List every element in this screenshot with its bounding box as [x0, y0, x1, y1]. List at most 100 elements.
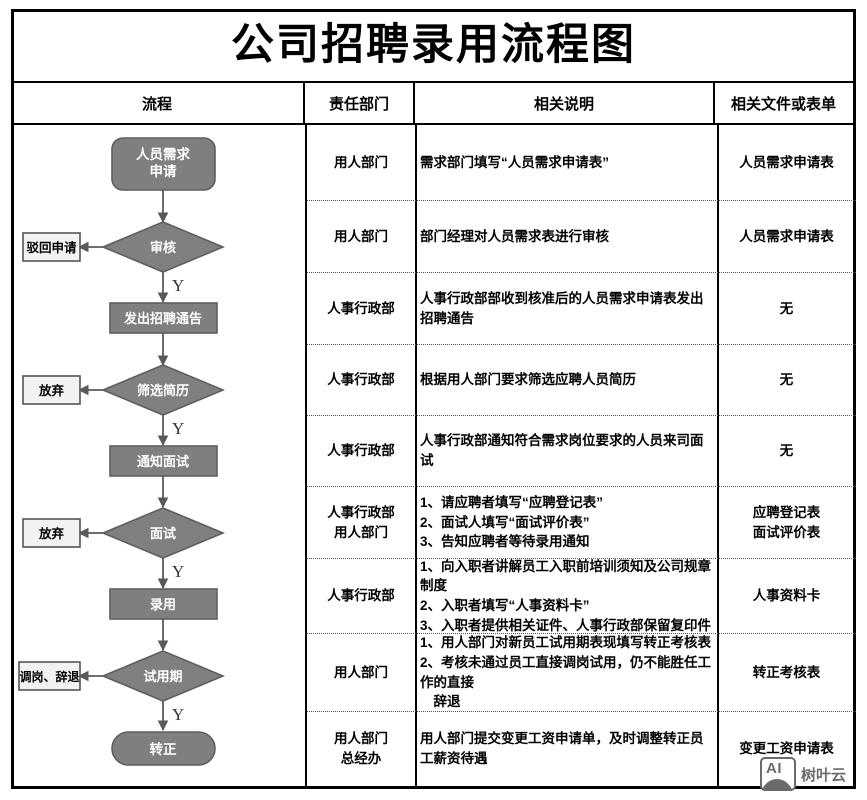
column-divider-1 [305, 125, 307, 786]
flow-side-box-reject-application[interactable]: 驳回申请 [22, 232, 81, 262]
cell-document: 人事资料卡 [717, 559, 856, 633]
table-row: 人事行政部 人事行政部通知符合需求岗位要求的人员来司面试 无 [307, 416, 856, 487]
column-header-flow: 流程 [11, 83, 305, 123]
flow-side-box-label: 放弃 [38, 383, 65, 398]
cell-line: 1、向入职者讲解员工入职前培训须知及公司规章制度 [420, 558, 712, 594]
watermark-text: 树叶云 [801, 766, 847, 784]
flow-node-staff-request[interactable]: 人员需求 申请 [111, 137, 216, 191]
flow-node-label: 转正 [150, 741, 177, 757]
cell-line: 2、入职者填写“人事资料卡” [420, 598, 590, 613]
cell-line: 人事行政部通知符合需求岗位要求的人员来司面试 [420, 433, 704, 468]
flow-node-label-line2: 申请 [150, 163, 177, 179]
edge-label-y-3: Y [172, 562, 184, 581]
cell-description: 根据用人部门要求筛选应聘人员简历 [415, 345, 717, 415]
table-body: Y Y Y Y 人员需求 申请 审核 [11, 125, 856, 786]
cell-line: 用人部门 [334, 228, 388, 244]
flow-side-box-label: 驳回申请 [26, 240, 77, 255]
mountain-icon [762, 779, 794, 789]
flow-node-label: 筛选简历 [137, 383, 189, 398]
cell-line: 人员需求申请表 [739, 228, 834, 244]
watermark: AI 树叶云 [760, 757, 846, 791]
cell-line: 2、考核未通过员工直接调岗试用，仍不能胜任工作的直接 [420, 654, 712, 690]
flow-side-box-label: 调岗、辞退 [19, 669, 79, 684]
cell-line: 1、用人部门对新员工试用期表现填写转正考核表 [420, 635, 712, 651]
cell-department: 用人部门 [307, 201, 415, 272]
cell-line: 人事行政部 [327, 504, 395, 520]
cell-description: 人事行政部通知符合需求岗位要求的人员来司面试 [415, 416, 717, 486]
table-row: 人事行政部 用人部门 1、请应聘者填写“应聘登记表” 2、面试人填写“面试评价表… [307, 487, 856, 559]
cell-document: 无 [717, 345, 856, 415]
column-divider-2 [415, 125, 417, 786]
cell-description: 1、向入职者讲解员工入职前培训须知及公司规章制度 2、入职者填写“人事资料卡” … [415, 559, 717, 633]
flow-node-label: 试用期 [143, 669, 182, 684]
cell-description: 1、用人部门对新员工试用期表现填写转正考核表 2、考核未通过员工直接调岗试用，仍… [415, 634, 717, 711]
title-band: 公司招聘录用流程图 [11, 9, 856, 83]
table-row: 用人部门 需求部门填写“人员需求申请表” 人员需求申请表 [307, 125, 856, 201]
flow-node-publish-recruitment-notice[interactable]: 发出招聘通告 [109, 302, 218, 334]
edge-label-y-2: Y [172, 419, 184, 438]
cell-line: 3、告知应聘者等待录用通知 [420, 534, 590, 550]
cell-line: 用人部门提交变更工资申请单，及时调整转正员工薪资待遇 [420, 731, 704, 766]
cell-line: 3、入职者提供相关证件、人事行政部保留复印件 [420, 617, 712, 633]
cell-line: 人事资料卡 [752, 588, 821, 604]
flow-side-box-abandon-2[interactable]: 放弃 [22, 518, 81, 548]
cell-department: 人事行政部 用人部门 [307, 487, 415, 558]
flow-side-box-abandon-1[interactable]: 放弃 [22, 375, 81, 405]
cell-line: 需求部门填写“人员需求申请表” [420, 154, 609, 170]
cell-line: 面试评价表 [752, 524, 821, 540]
cell-line: 人事行政部 [327, 588, 395, 604]
flow-node-interview[interactable]: 面试 [100, 507, 226, 559]
cell-line: 无 [779, 300, 794, 316]
cell-line: 人事行政部 [327, 300, 395, 316]
cell-department: 人事行政部 [307, 345, 415, 415]
flowchart-svg: Y Y Y Y 人员需求 申请 审核 [18, 137, 226, 766]
cell-line: 2、面试人填写“面试评价表” [420, 514, 590, 530]
cell-line: 用人部门 [334, 154, 388, 170]
cell-department: 人事行政部 [307, 416, 415, 486]
cell-document: 无 [717, 416, 856, 486]
cell-department: 人事行政部 [307, 273, 415, 344]
ai-logo-text: AI [766, 760, 782, 777]
page-title: 公司招聘录用流程图 [231, 20, 636, 69]
edge-label-y-1: Y [172, 276, 184, 295]
cell-line: 人事行政部部收到核准后的人员需求申请表发出招聘通告 [420, 290, 704, 326]
table-row: 人事行政部 1、向入职者讲解员工入职前培训须知及公司规章制度 2、入职者填写“人… [307, 559, 856, 634]
flow-node-notify-interview[interactable]: 通知面试 [109, 445, 218, 477]
cell-line: 人事行政部 [327, 443, 395, 459]
cell-line: 根据用人部门要求筛选应聘人员简历 [420, 372, 636, 388]
flow-node-probation[interactable]: 试用期 [100, 650, 226, 702]
flow-node-label: 审核 [150, 240, 176, 255]
cell-line: 人事行政部 [327, 372, 395, 388]
cell-line: 无 [779, 372, 794, 388]
flow-side-box-transfer-or-dismiss[interactable]: 调岗、辞退 [18, 661, 81, 691]
cell-line: 无 [779, 443, 794, 459]
cell-line: 用人部门 [334, 664, 388, 680]
cell-line: 应聘登记表 [752, 504, 821, 520]
cell-description: 1、请应聘者填写“应聘登记表” 2、面试人填写“面试评价表” 3、告知应聘者等待… [415, 487, 717, 558]
cell-line: 1、请应聘者填写“应聘登记表” [420, 495, 604, 511]
flow-node-label: 发出招聘通告 [123, 311, 202, 326]
flow-node-label-line1: 人员需求 [136, 146, 190, 162]
cell-document: 人员需求申请表 [717, 201, 856, 272]
cell-document: 人员需求申请表 [717, 125, 856, 200]
table-rows: 用人部门 需求部门填写“人员需求申请表” 人员需求申请表 用人部门 部门经理对人… [307, 125, 856, 786]
flow-node-label: 通知面试 [137, 454, 189, 469]
flow-node-confirm-regular-employee[interactable]: 转正 [111, 731, 216, 766]
cell-department: 用人部门 [307, 125, 415, 200]
flow-node-hire[interactable]: 录用 [109, 588, 218, 620]
flow-node-label: 面试 [150, 526, 176, 541]
table-row: 用人部门 总经办 用人部门提交变更工资申请单，及时调整转正员工薪资待遇 变更工资… [307, 712, 856, 786]
table-row: 人事行政部 根据用人部门要求筛选应聘人员简历 无 [307, 345, 856, 416]
edge-label-group: Y Y Y Y [172, 276, 184, 724]
ai-logo-icon: AI [760, 757, 796, 791]
flow-node-screen-resumes[interactable]: 筛选简历 [100, 364, 226, 416]
table-row: 人事行政部 人事行政部部收到核准后的人员需求申请表发出招聘通告 无 [307, 273, 856, 345]
column-header-description: 相关说明 [415, 83, 715, 123]
column-header-documents: 相关文件或表单 [730, 95, 836, 113]
cell-line: 总经办 [340, 751, 382, 766]
flow-node-review[interactable]: 审核 [100, 221, 226, 273]
flow-node-label: 录用 [150, 597, 176, 612]
flowchart-column: Y Y Y Y 人员需求 申请 审核 [11, 125, 305, 786]
cell-department: 人事行政部 [307, 559, 415, 633]
cell-line: 变更工资申请表 [739, 741, 834, 757]
